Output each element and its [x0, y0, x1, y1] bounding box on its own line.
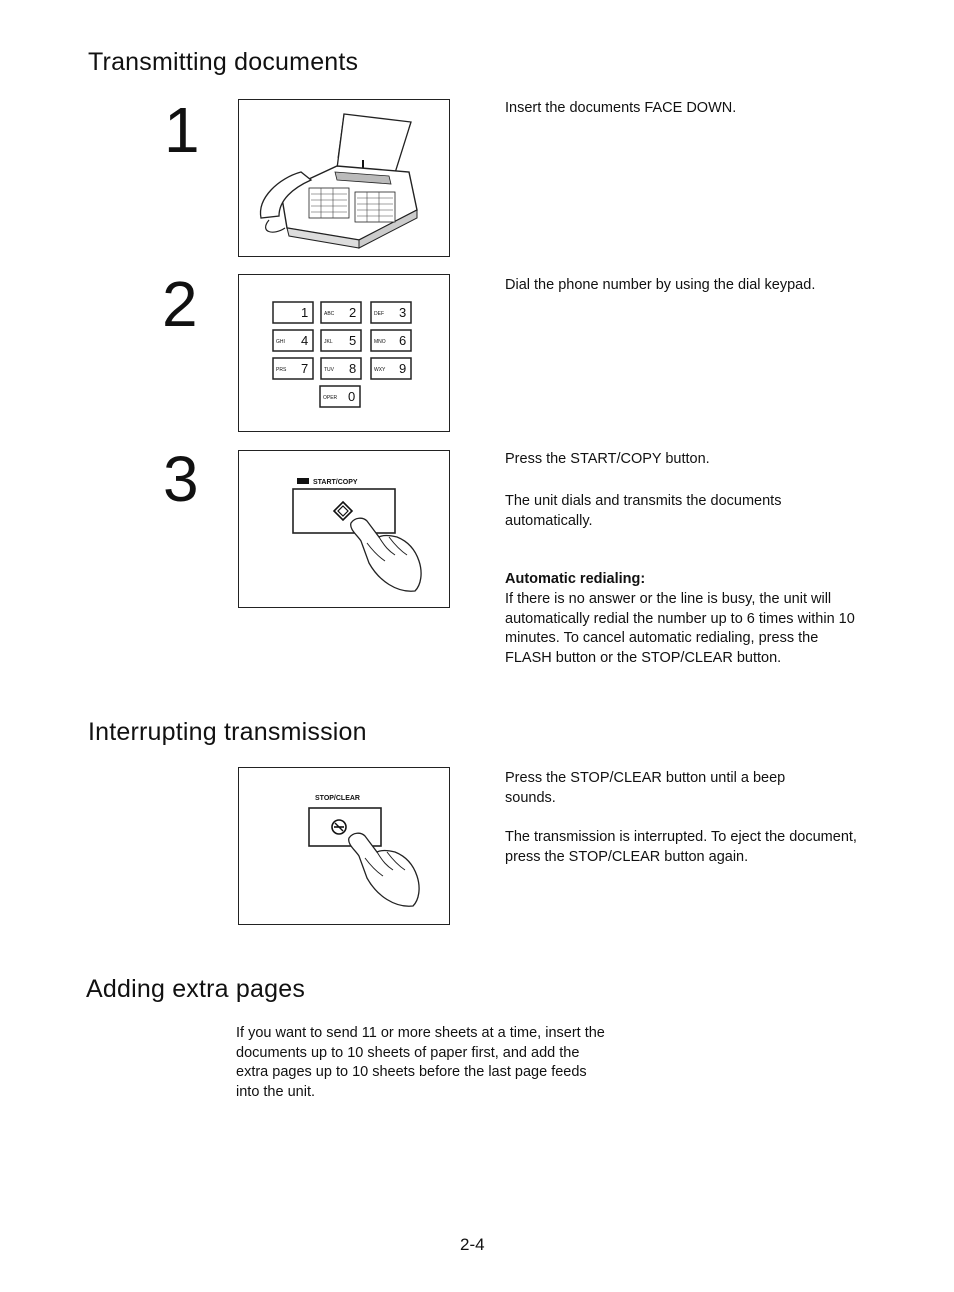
section-title-interrupting: Interrupting transmission: [88, 718, 367, 746]
section-title-adding: Adding extra pages: [86, 975, 306, 1003]
keypad-key-number: 3: [399, 305, 406, 320]
start-diamond-icon: [332, 500, 354, 522]
keypad-key-number: 4: [301, 333, 308, 348]
keypad-key-number: 6: [399, 333, 406, 348]
indicator-lamp-icon: [297, 478, 309, 484]
keypad-key-letters: DEF: [374, 311, 384, 317]
start-copy-illustration: START/COPY: [238, 450, 450, 608]
section-title-transmitting: Transmitting documents: [88, 48, 359, 76]
keypad-key-number: 0: [348, 389, 355, 404]
keypad-key-2: ABC 2: [320, 301, 362, 324]
keypad-key-8: TUV 8: [320, 357, 362, 380]
step-2-text: Dial the phone number by using the dial …: [505, 277, 816, 293]
keypad-key-number: 5: [349, 333, 356, 348]
fax-machine-icon: [259, 113, 418, 249]
keypad-key-0: OPER 0: [319, 385, 361, 408]
stop-clear-caption: STOP/CLEAR: [315, 795, 360, 802]
keypad-key-letters: OPER: [323, 395, 338, 401]
keypad-key-9: WXY 9: [370, 357, 412, 380]
keypad-key-3: DEF 3: [370, 301, 412, 324]
keypad-key-number: 7: [301, 361, 308, 376]
step-number-3: 3: [163, 443, 199, 515]
redial-body: If there is no answer or the line is bus…: [505, 591, 855, 666]
start-copy-caption: START/COPY: [313, 479, 358, 486]
keypad-key-letters: GHI: [276, 339, 285, 345]
step-3-text: Press the START/COPY button.: [505, 451, 710, 467]
step-number-1: 1: [164, 94, 200, 166]
redial-heading: Automatic redialing:: [505, 571, 646, 587]
keypad-key-number: 2: [349, 305, 356, 320]
keypad-key-letters: WXY: [374, 367, 386, 373]
step-3-detail: The unit dials and transmits the documen…: [505, 493, 782, 529]
interrupt-text-2: The transmission is interrupted. To ejec…: [505, 829, 857, 865]
keypad-key-7: PRS 7: [272, 357, 314, 380]
stop-symbol-icon: [331, 819, 347, 835]
keypad-key-number: 1: [301, 305, 308, 320]
keypad-key-letters: JKL: [324, 339, 333, 345]
page-number: 2-4: [460, 1235, 485, 1254]
keypad-key-letters: TUV: [324, 367, 335, 373]
interrupt-text-1: Press the STOP/CLEAR button until a beep…: [505, 770, 786, 806]
keypad-key-letters: PRS: [276, 367, 287, 373]
step-number-2: 2: [162, 268, 198, 340]
keypad-key-6: MNO 6: [370, 329, 412, 352]
step-1-text: Insert the documents FACE DOWN.: [505, 100, 737, 116]
keypad-key-1: 1: [272, 301, 314, 324]
stop-clear-button-icon: STOP/CLEAR: [308, 795, 420, 907]
fax-machine-illustration: [238, 99, 450, 257]
keypad-key-number: 9: [399, 361, 406, 376]
keypad-key-letters: ABC: [324, 311, 335, 317]
stop-clear-illustration: STOP/CLEAR: [238, 767, 450, 925]
start-copy-button-icon: START/COPY: [292, 478, 422, 592]
pointing-hand-icon: [350, 517, 422, 592]
keypad-key-4: GHI 4: [272, 329, 314, 352]
keypad-key-5: JKL 5: [320, 329, 362, 352]
pointing-hand-icon: [348, 832, 420, 907]
adding-body: If you want to send 11 or more sheets at…: [236, 1025, 605, 1100]
keypad-key-letters: MNO: [374, 339, 386, 345]
keypad-key-number: 8: [349, 361, 356, 376]
